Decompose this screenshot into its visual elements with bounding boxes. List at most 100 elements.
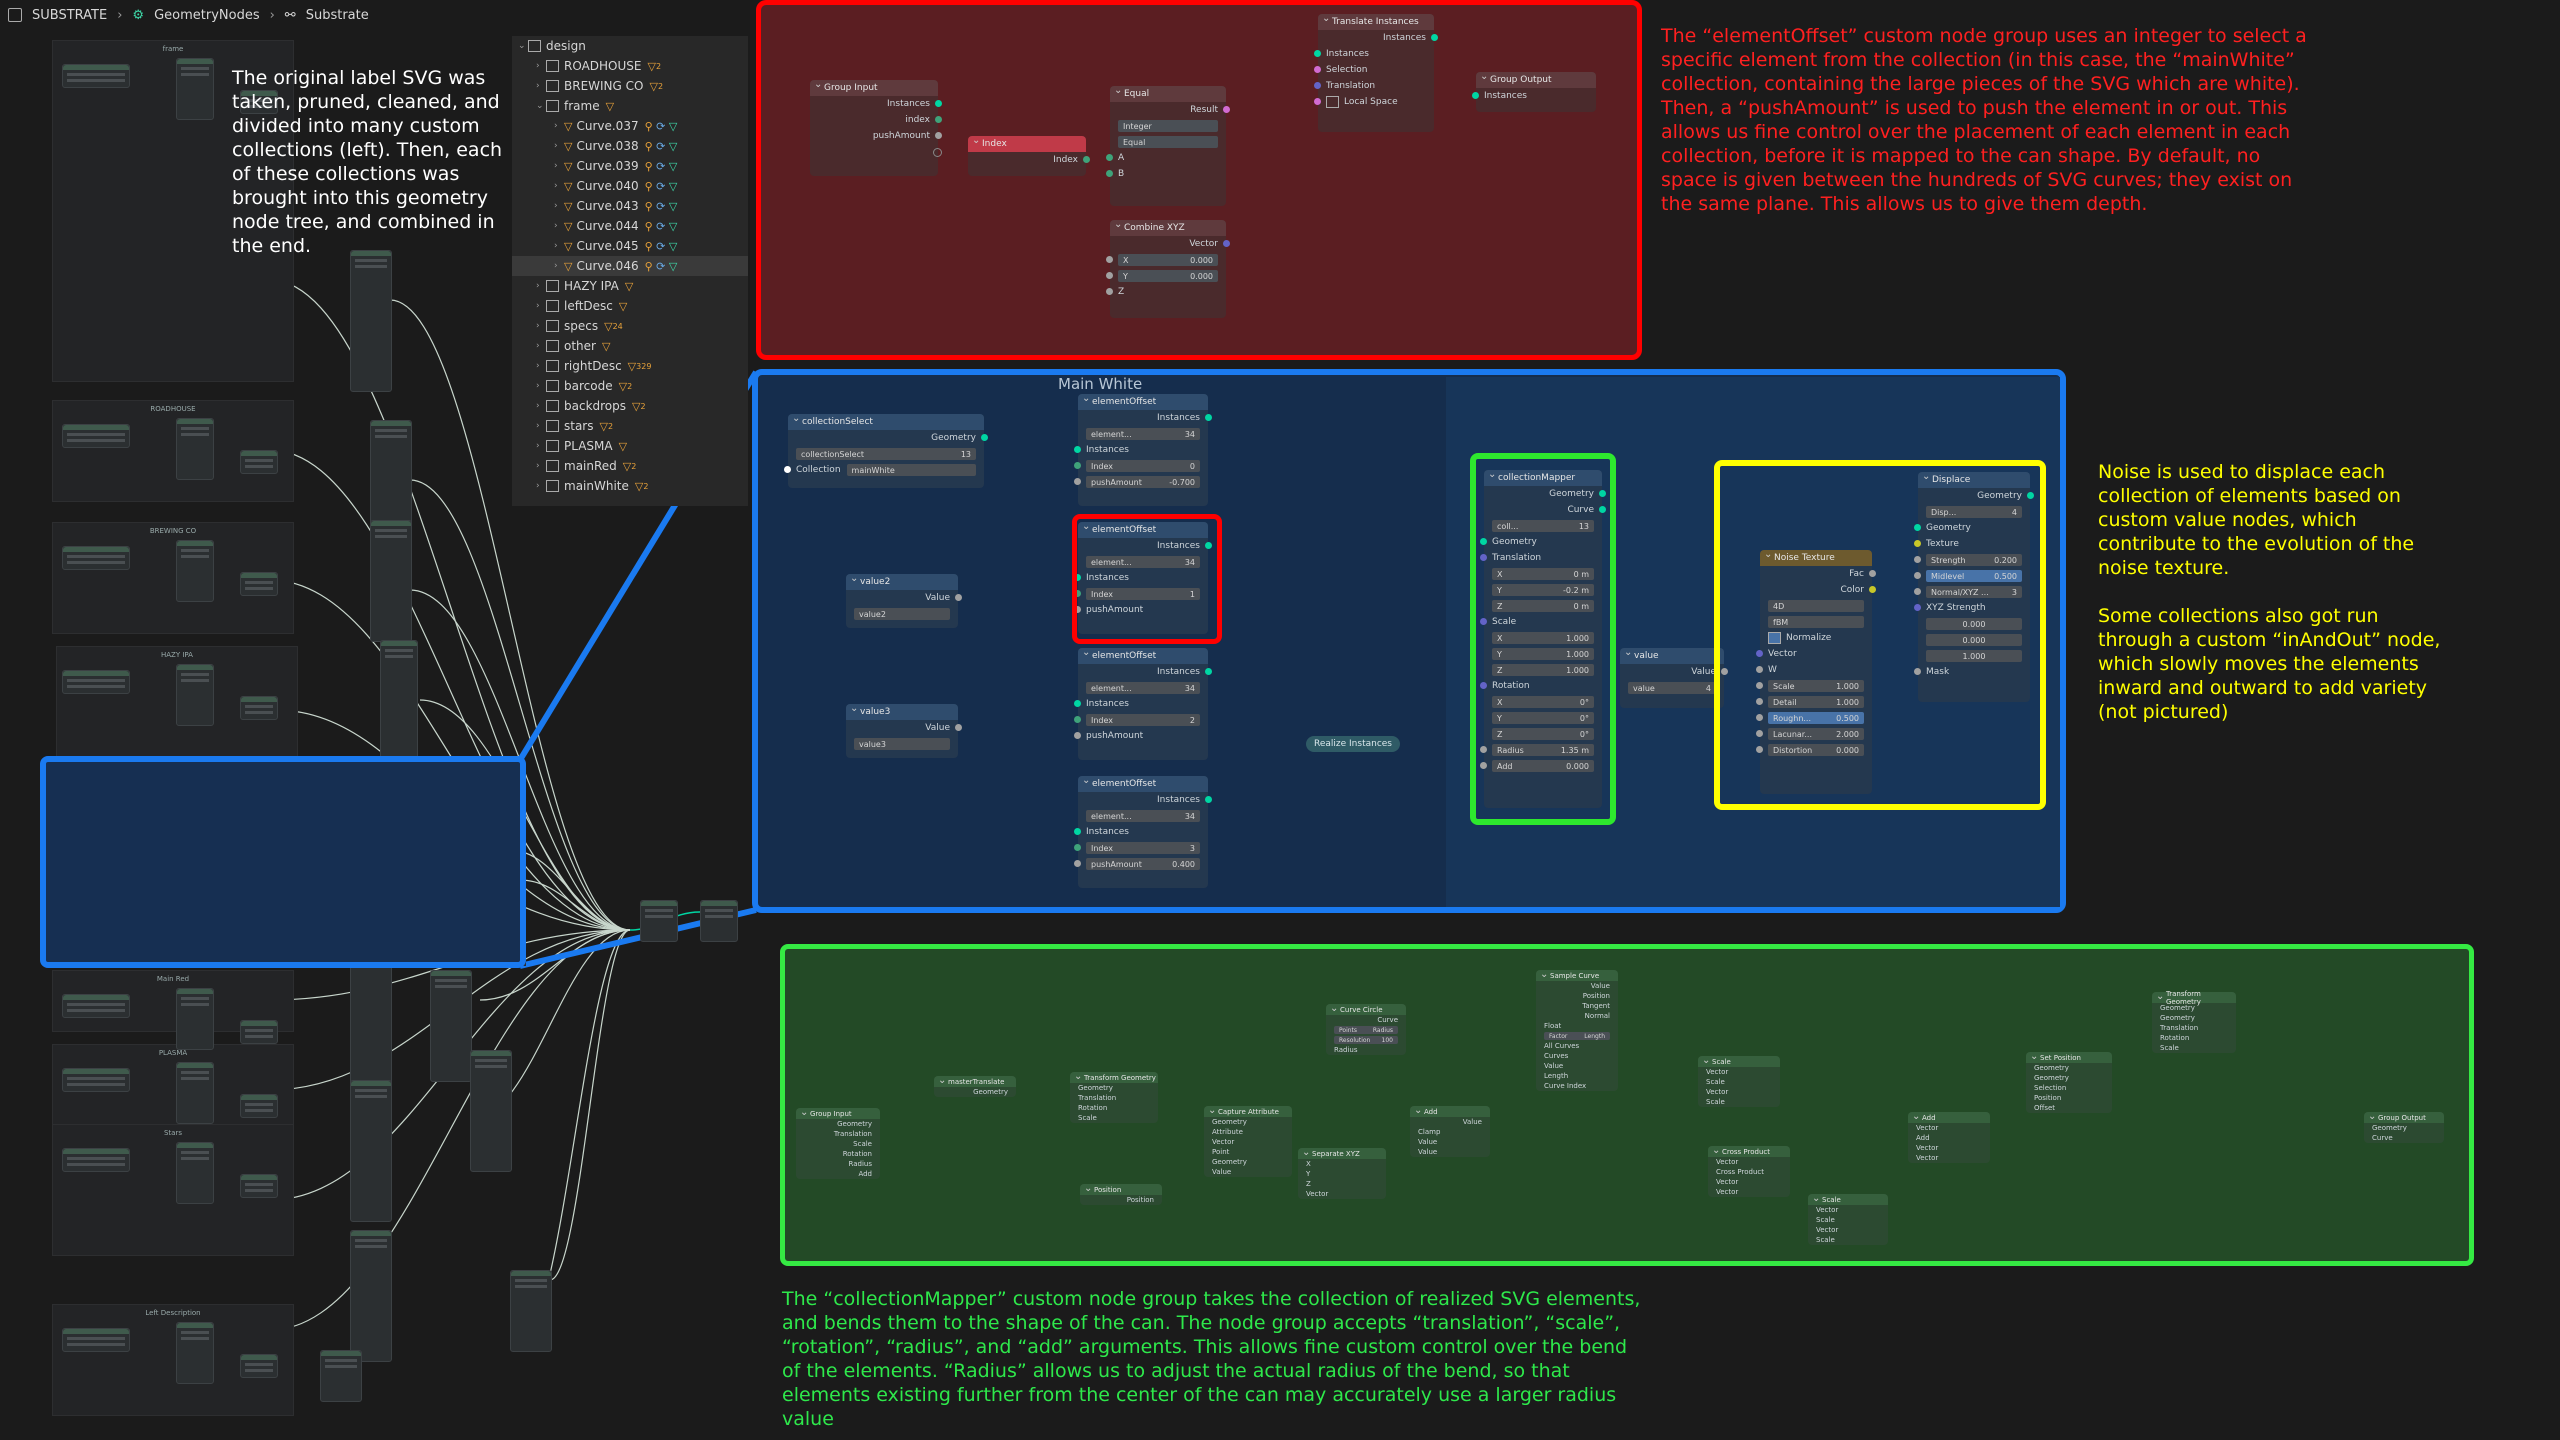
combine-xyz-node[interactable]: Combine XYZ Vector X0.000 Y0.000 Z [1106, 219, 1230, 318]
chevron-right-icon[interactable]: › [536, 61, 540, 71]
chevron-right-icon[interactable]: › [536, 321, 540, 331]
outliner-row[interactable]: ›other▽ [512, 336, 748, 356]
outliner-row[interactable]: ›mainWhite▽2 [512, 476, 748, 496]
overview-node[interactable] [62, 546, 130, 570]
chevron-right-icon[interactable]: › [536, 441, 540, 451]
outliner-row[interactable]: ›▽Curve.046⚲ ⟳ ▽ [512, 256, 748, 276]
overview-node[interactable] [240, 696, 278, 720]
overview-node[interactable] [62, 1328, 130, 1352]
overview-node[interactable] [62, 670, 130, 694]
translate-instances-node[interactable]: Translate Instances Instances Instances … [1314, 13, 1438, 132]
sample-curve-node[interactable]: Sample CurveValuePositionTangentNormalFl… [1536, 969, 1618, 1091]
chevron-right-icon[interactable]: › [554, 181, 558, 191]
element-offset-group-field[interactable]: element...34 [1078, 554, 1208, 570]
outliner-row[interactable]: ›▽Curve.037⚲ ⟳ ▽ [512, 116, 748, 136]
overview-node[interactable] [62, 64, 130, 88]
chevron-right-icon[interactable]: › [554, 241, 558, 251]
overview-node[interactable] [62, 1148, 130, 1172]
overview-frame[interactable]: BREWING CO [52, 522, 294, 634]
chevron-right-icon[interactable]: › [554, 221, 558, 231]
overview-node[interactable] [62, 1068, 130, 1092]
element-offset-node[interactable]: elementOffsetInstanceselement...34Instan… [1074, 393, 1212, 506]
mapper-group-field[interactable]: coll...13 [1484, 518, 1602, 534]
outliner-row[interactable]: ›leftDesc▽ [512, 296, 748, 316]
noise-field[interactable]: Roughn...0.500 [1756, 710, 1872, 726]
outliner-row[interactable]: ⌄design [512, 36, 748, 56]
outliner-row[interactable]: ›▽Curve.045⚲ ⟳ ▽ [512, 236, 748, 256]
noise-field[interactable]: Lacunar...2.000 [1756, 726, 1872, 742]
chevron-right-icon[interactable]: › [536, 341, 540, 351]
outliner-row[interactable]: ›▽Curve.039⚲ ⟳ ▽ [512, 156, 748, 176]
outliner-row[interactable]: ›▽Curve.040⚲ ⟳ ▽ [512, 176, 748, 196]
push-amount-field[interactable]: pushAmount-0.700 [1074, 474, 1208, 490]
overview-node[interactable] [62, 424, 130, 448]
overview-node[interactable] [240, 1354, 278, 1378]
element-offset-node[interactable]: elementOffsetInstanceselement...34Instan… [1074, 521, 1212, 634]
outliner-row[interactable]: ›stars▽2 [512, 416, 748, 436]
overview-node[interactable] [176, 1142, 214, 1204]
group-output-node[interactable]: Group Output Instances [1472, 71, 1596, 112]
outliner-row[interactable]: ›HAZY IPA▽ [512, 276, 748, 296]
group-input-node[interactable]: Group InputGeometryTranslationScaleRotat… [796, 1107, 880, 1179]
xyz-strength-field[interactable]: 0.000 [1918, 616, 2030, 632]
xyz-strength-field[interactable]: 0.000 [1918, 632, 2030, 648]
overview-node[interactable] [350, 1230, 392, 1362]
collection-mapper-node[interactable]: collectionMapper Geometry Curve coll...1… [1480, 469, 1606, 808]
displace-field[interactable]: Normal/XYZ ...3 [1914, 584, 2030, 600]
value3-node[interactable]: value3 Value value3 [846, 703, 962, 758]
local-space-checkbox[interactable]: Local Space [1314, 94, 1434, 110]
chevron-right-icon[interactable]: › [536, 81, 540, 91]
chevron-right-icon[interactable]: › [536, 401, 540, 411]
overview-node[interactable] [176, 540, 214, 602]
group-input-node[interactable]: Group Input Instances index pushAmount [810, 79, 942, 176]
equal-op-select[interactable]: Equal [1110, 134, 1226, 150]
outliner-row[interactable]: ›backdrops▽2 [512, 396, 748, 416]
chevron-right-icon[interactable]: › [554, 201, 558, 211]
overview-node[interactable] [380, 640, 418, 762]
chevron-right-icon[interactable]: › [536, 281, 540, 291]
value2-node[interactable]: value2 Value value2 [846, 573, 962, 628]
overview-node[interactable] [176, 1062, 214, 1124]
outliner-row[interactable]: ›▽Curve.044⚲ ⟳ ▽ [512, 216, 748, 236]
outliner-row[interactable]: ›mainRed▽2 [512, 456, 748, 476]
displace-group-field[interactable]: Disp...4 [1918, 504, 2030, 520]
element-offset-node[interactable]: elementOffsetInstanceselement...34Instan… [1074, 647, 1212, 760]
chevron-right-icon[interactable]: › [536, 481, 540, 491]
outliner-row[interactable]: ›▽Curve.043⚲ ⟳ ▽ [512, 196, 748, 216]
overview-node[interactable] [350, 1080, 392, 1222]
overview-node[interactable] [62, 994, 130, 1018]
overview-node[interactable] [240, 572, 278, 596]
overview-node[interactable] [510, 1270, 552, 1352]
chevron-down-icon[interactable]: ⌄ [536, 101, 544, 111]
chevron-right-icon[interactable]: › [536, 381, 540, 391]
breadcrumb-item-tree[interactable]: Substrate [305, 7, 369, 23]
overview-node[interactable] [240, 1174, 278, 1198]
data-type-select[interactable]: Float [1544, 1022, 1562, 1030]
collection-select-node[interactable]: collectionSelect Geometry collectionSele… [784, 413, 988, 488]
element-offset-group-field[interactable]: element...34 [1078, 426, 1208, 442]
overview-node[interactable] [370, 520, 412, 642]
overview-node[interactable] [320, 1350, 362, 1402]
overview-node[interactable] [240, 1094, 278, 1118]
outliner-panel[interactable]: ⌄design›ROADHOUSE▽2›BREWING CO▽2⌄frame▽›… [512, 36, 748, 506]
overview-node[interactable] [176, 988, 214, 1050]
capture-attribute-node[interactable]: Capture AttributeGeometryAttributeVector… [1204, 1105, 1292, 1177]
